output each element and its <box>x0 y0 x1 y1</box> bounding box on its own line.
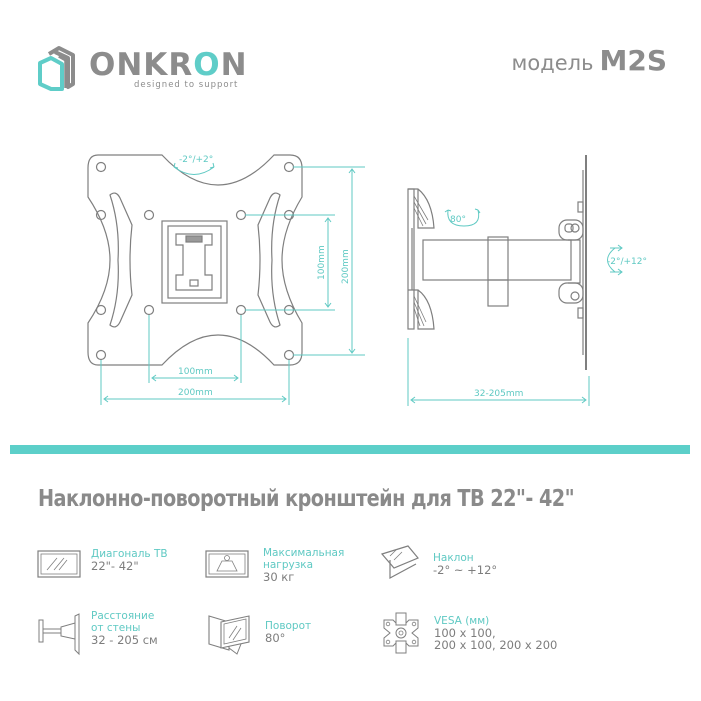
swivel-angle-label: 80° <box>450 215 466 225</box>
weight-load-icon <box>205 550 249 578</box>
spec-value: 100 x 100, <box>434 626 496 640</box>
model-label: модель <box>511 51 594 75</box>
side-view-diagram: 80° -2°/+12° 32-205mm <box>407 155 647 406</box>
spec-label: Поворот <box>265 620 312 632</box>
spec-value: 22"- 42" <box>91 559 139 573</box>
spec-value: 80° <box>265 631 286 645</box>
dim-horizontal-inner: 100mm <box>178 367 213 377</box>
spec-diagonal: Диагональ ТВ 22"- 42" <box>37 548 168 580</box>
front-tilt-label: -2°/+2° <box>179 155 213 165</box>
tv-screen-icon <box>37 550 81 578</box>
tilt-icon <box>380 545 419 580</box>
spec-swivel: Поворот 80° <box>207 610 311 656</box>
brand-name-suffix: N <box>220 47 248 83</box>
spec-value: -2° ~ +12° <box>433 563 498 577</box>
front-view-diagram: -2°/+2° 100mm 200mm 100mm 200mm <box>87 154 365 405</box>
spec-wall-distance: Расстояние от стены 32 - 205 см <box>37 610 158 656</box>
side-tilt-label: -2°/+12° <box>607 257 647 267</box>
vesa-plate-outline <box>87 154 303 366</box>
vesa-plate-icon <box>383 612 419 654</box>
model-code: M2S <box>599 44 667 77</box>
swivel-icon <box>208 615 250 655</box>
spec-label: VESA (мм) <box>434 615 490 627</box>
spec-vesa: VESA (мм) 100 x 100, 200 x 100, 200 x 20… <box>381 610 557 656</box>
spec-label: Диагональ ТВ <box>91 548 168 560</box>
dim-depth-label: 32-205mm <box>474 389 523 399</box>
brand-tagline: designed to support <box>134 80 239 90</box>
spec-max-load: Максимальная нагрузка 30 кг <box>205 547 344 583</box>
spec-label: от стены <box>91 622 141 634</box>
spec-tilt: Наклон -2° ~ +12° <box>380 544 497 580</box>
brand-logo <box>37 44 81 92</box>
brand-name: ONKRON <box>89 50 248 81</box>
spec-value: 32 - 205 см <box>91 633 158 647</box>
spec-value: 30 кг <box>263 570 295 584</box>
spec-label: Максимальная <box>263 547 345 559</box>
spec-label: Расстояние <box>91 610 155 622</box>
product-title: Наклонно-поворотный кронштейн для ТВ 22"… <box>38 486 575 512</box>
dim-vertical-inner: 100mm <box>317 245 327 280</box>
wall-distance-icon <box>38 613 80 656</box>
brand-name-prefix: ONKR <box>89 47 194 83</box>
accent-divider <box>10 445 690 454</box>
dim-horizontal-outer: 200mm <box>178 388 213 398</box>
spec-label: нагрузка <box>263 559 314 571</box>
spec-label: Наклон <box>433 552 474 564</box>
dim-vertical-outer: 200mm <box>341 249 351 284</box>
brand-name-accent: O <box>193 47 221 83</box>
onkron-cube-icon <box>38 46 75 91</box>
spec-value: 200 x 100, 200 x 200 <box>434 638 558 652</box>
